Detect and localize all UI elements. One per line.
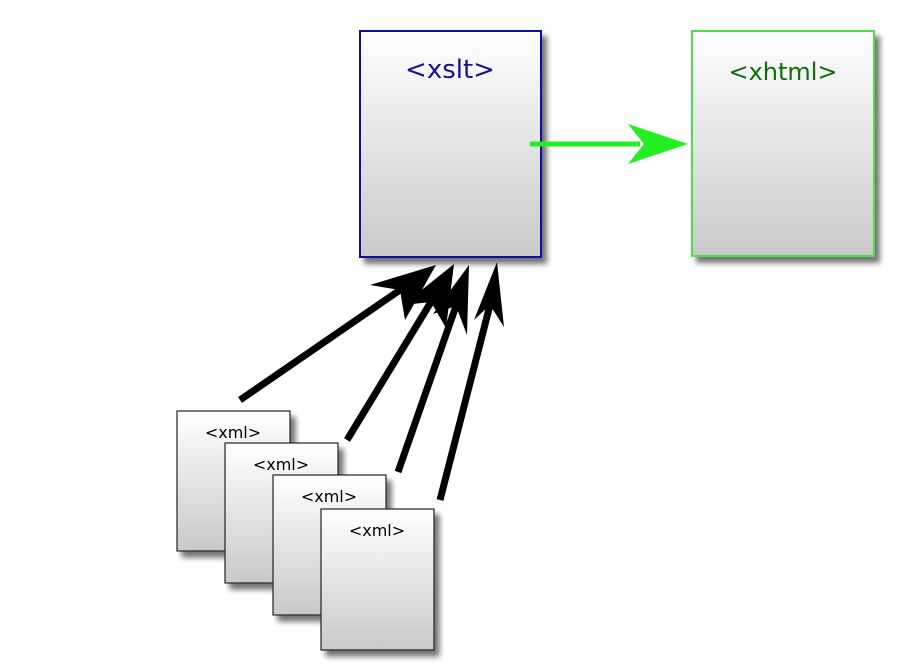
- input-arrow-4: [436, 262, 504, 501]
- input-arrow-2: [344, 264, 454, 442]
- xslt-label: <xslt>: [405, 55, 495, 85]
- xhtml-document: <xhtml>: [691, 30, 875, 257]
- input-arrow-3: [394, 265, 469, 474]
- xhtml-document-page: [691, 30, 875, 257]
- xslt-document: <xslt>: [359, 30, 542, 258]
- input-arrow-shaft: [436, 304, 494, 501]
- input-arrow-head: [433, 265, 469, 335]
- xml-document-page: [320, 508, 435, 651]
- xml-label: <xml>: [349, 521, 405, 540]
- transform-arrow: [530, 124, 688, 164]
- xslt-document-page: [359, 30, 542, 258]
- input-arrow-head: [403, 264, 454, 328]
- xml-label: <xml>: [253, 455, 309, 474]
- input-arrow-shaft: [394, 304, 460, 474]
- xml-document-4: <xml>: [320, 508, 435, 651]
- xhtml-label: <xhtml>: [728, 58, 837, 86]
- input-arrows: [238, 262, 504, 501]
- input-arrow-1: [238, 265, 436, 403]
- xml-label: <xml>: [205, 423, 261, 442]
- xml-label: <xml>: [301, 487, 357, 506]
- input-arrow-head: [370, 265, 436, 320]
- transform-arrow-head: [628, 124, 688, 164]
- input-arrow-shaft: [344, 300, 434, 442]
- xml-document-stack: <xml> <xml> <xml> <xml>: [176, 410, 435, 651]
- input-arrow-head: [474, 262, 504, 327]
- input-arrow-shaft: [238, 287, 402, 403]
